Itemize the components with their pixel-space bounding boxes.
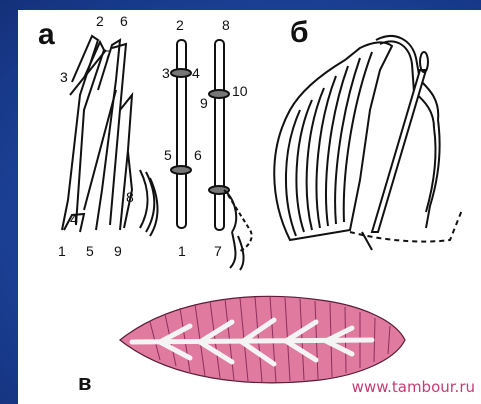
- point-label: 9: [200, 96, 208, 110]
- point-label: 2: [176, 18, 184, 32]
- panel-label-a: а: [38, 20, 55, 50]
- point-label: 2: [96, 14, 104, 28]
- point-label: 4: [70, 212, 78, 226]
- point-label: 1: [58, 244, 66, 258]
- diagram-a-stitches: [62, 36, 158, 236]
- point-label: 3: [60, 70, 68, 84]
- point-label: 5: [164, 148, 172, 162]
- point-label: 3: [162, 66, 170, 80]
- point-label: 6: [120, 14, 128, 28]
- diagram-middle-needles: [171, 40, 252, 270]
- diagram-b-satin-stitch: [274, 36, 462, 250]
- watermark-text: www.tambour.ru: [352, 378, 475, 396]
- point-label: 7: [214, 244, 222, 258]
- point-label: 8: [126, 190, 134, 204]
- panel-label-v: в: [78, 372, 92, 394]
- point-label: 5: [86, 244, 94, 258]
- point-label: 1: [178, 244, 186, 258]
- point-label: 7: [104, 48, 112, 62]
- diagram-v-leaf: [120, 296, 405, 382]
- panel-label-b: б: [290, 18, 309, 48]
- point-label: 10: [232, 84, 248, 98]
- point-label: 4: [192, 66, 200, 80]
- point-label: 8: [222, 18, 230, 32]
- point-label: 9: [114, 244, 122, 258]
- point-label: 6: [194, 148, 202, 162]
